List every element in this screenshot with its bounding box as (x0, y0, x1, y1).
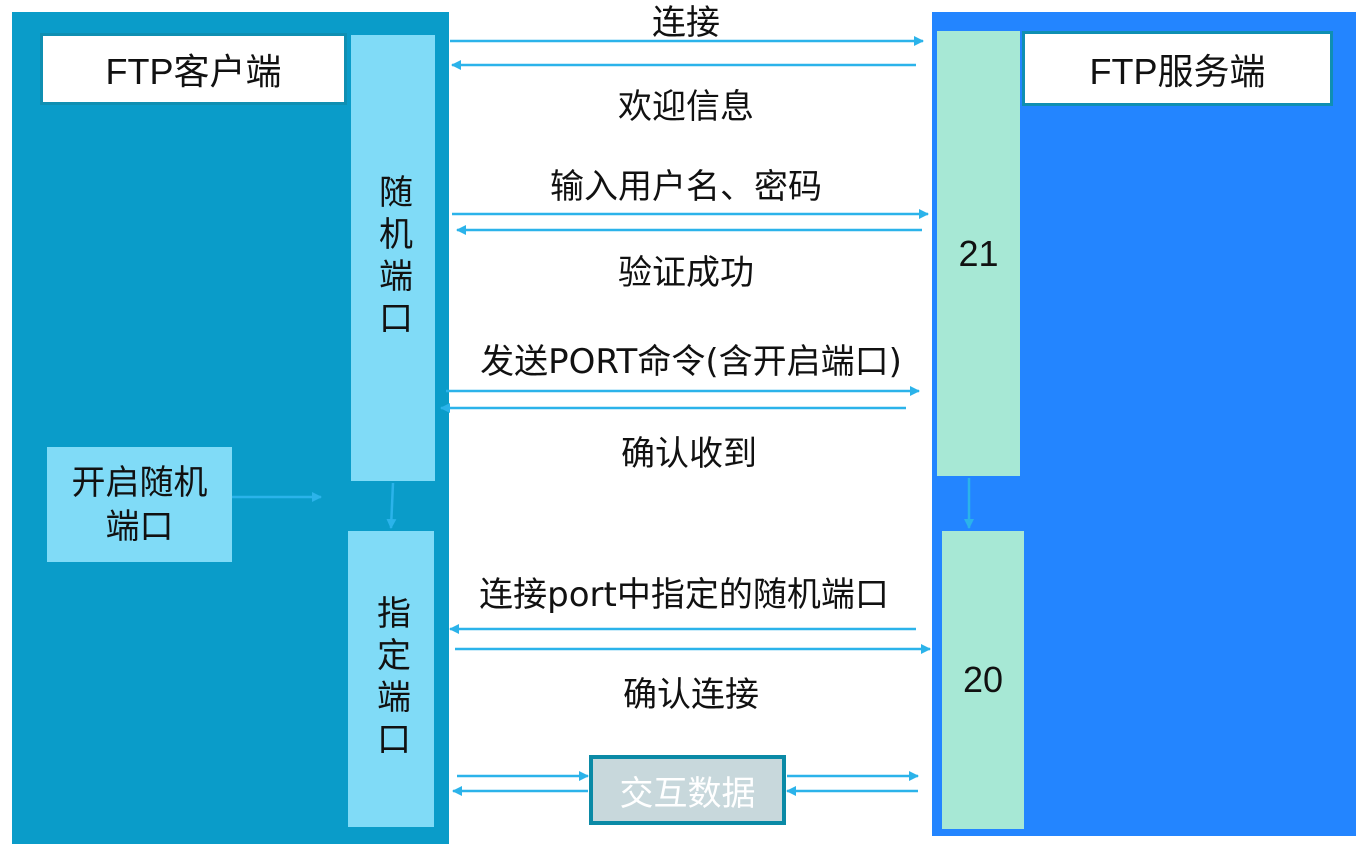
msg-send-port: 发送PORT命令(含开启端口) (480, 342, 902, 382)
port-21-column: 21 (937, 31, 1020, 476)
client-title: FTP客户端 (40, 33, 347, 105)
specified-port-column: 指定端口 (348, 531, 434, 827)
server-title: FTP服务端 (1022, 31, 1333, 106)
msg-credentials: 输入用户名、密码 (550, 167, 822, 207)
msg-ack: 确认收到 (621, 434, 757, 474)
random-port-column: 随机端口 (351, 35, 435, 481)
msg-connect-port: 连接port中指定的随机端口 (479, 575, 889, 615)
open-random-port-box: 开启随机端口 (47, 447, 232, 562)
port-20-column: 20 (942, 531, 1024, 829)
msg-connect: 连接 (652, 3, 720, 43)
msg-confirm-connect: 确认连接 (623, 675, 759, 715)
arrow-random-to-specified (386, 482, 397, 529)
msg-welcome: 欢迎信息 (618, 87, 754, 127)
msg-auth-success: 验证成功 (618, 253, 754, 293)
data-exchange-box: 交互数据 (589, 755, 786, 825)
